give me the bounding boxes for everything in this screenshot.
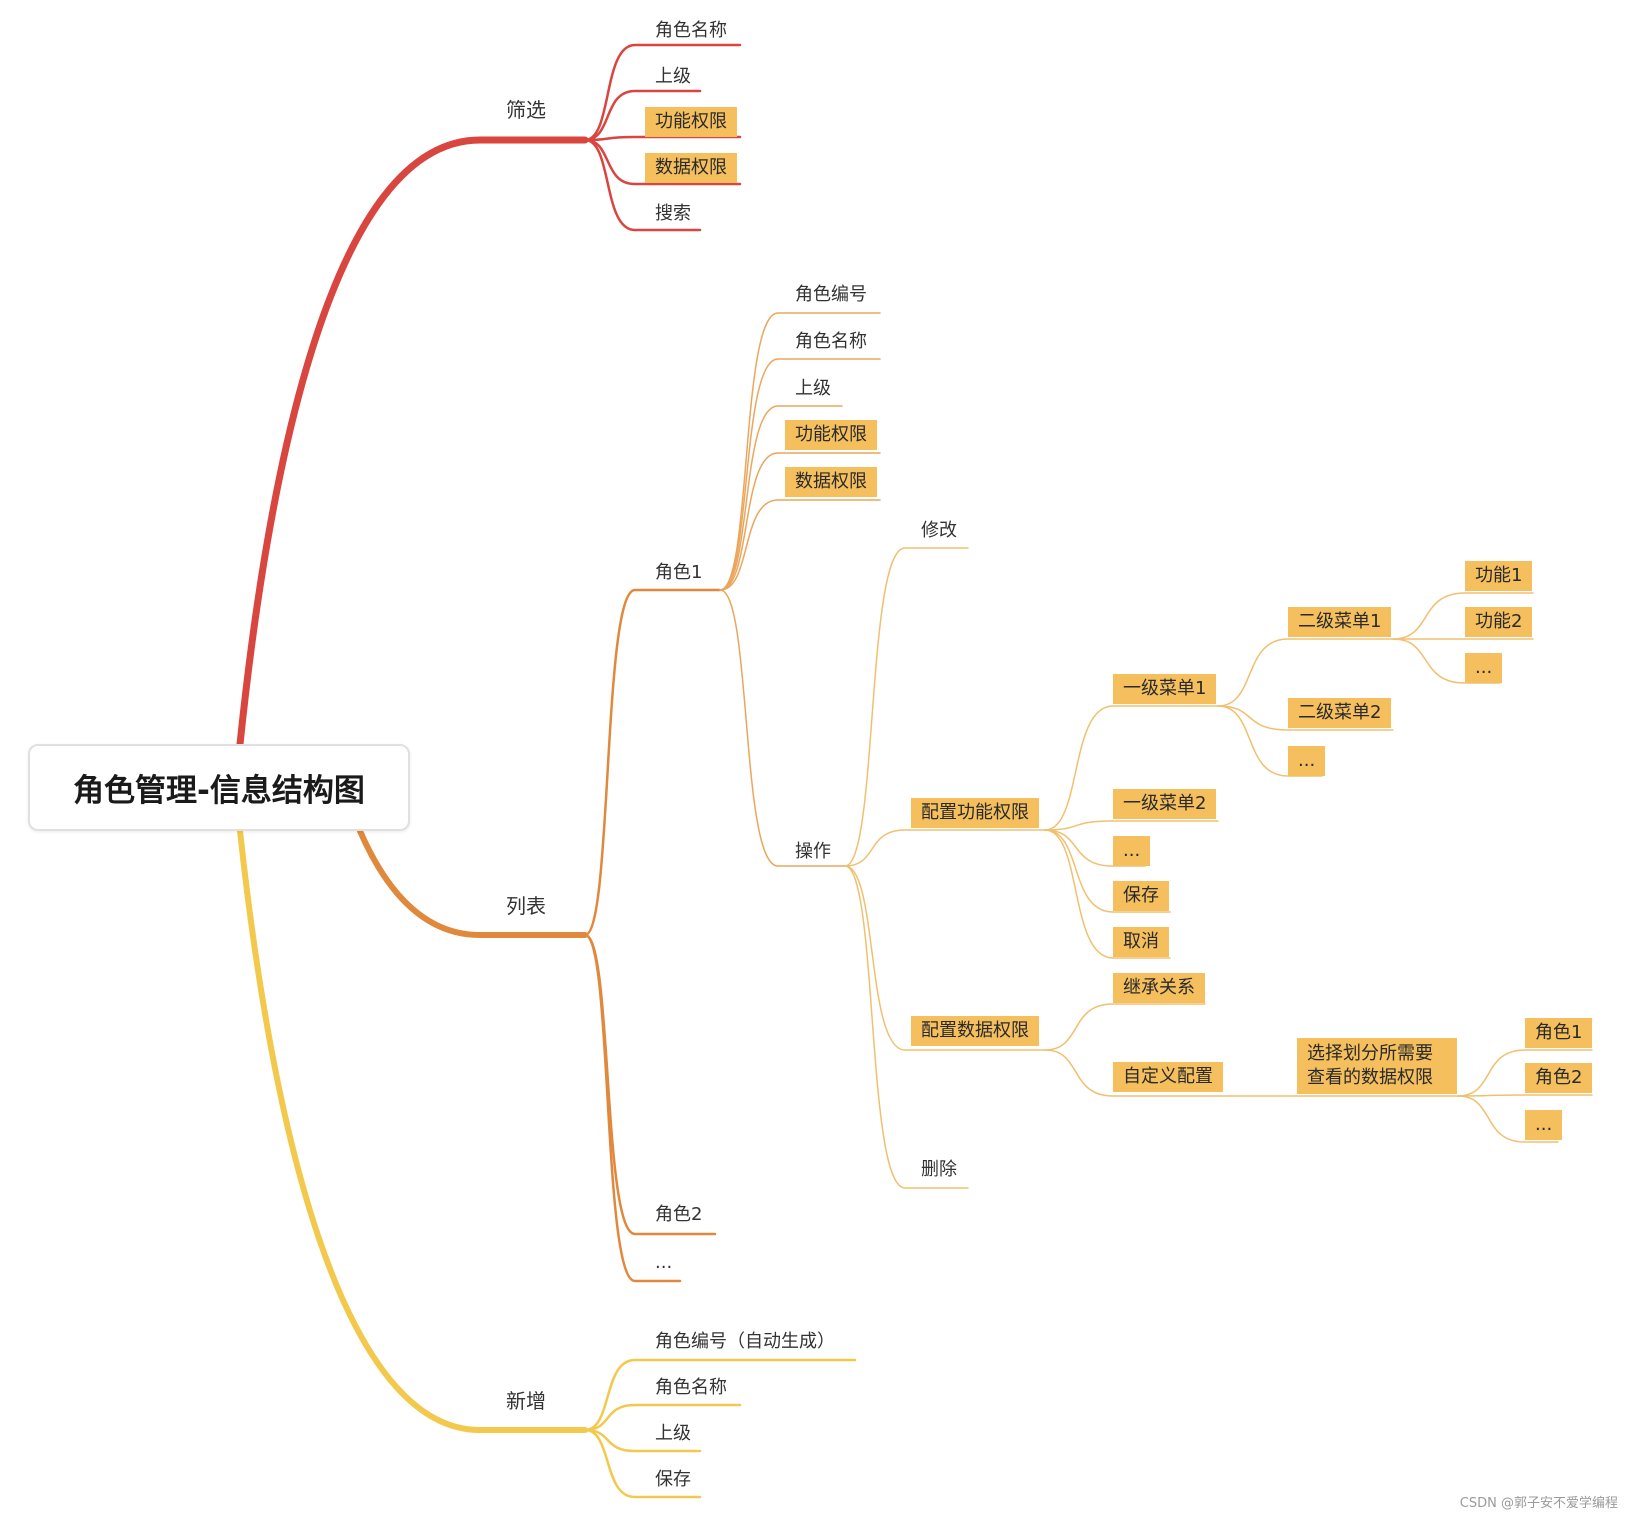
filter-parent[interactable]: 上级	[655, 66, 691, 87]
role1-func-perm[interactable]: 功能权限	[785, 420, 877, 450]
link-add-0	[583, 1358, 857, 1432]
func-save[interactable]: 保存	[1113, 881, 1169, 911]
branch-add[interactable]: 新增	[506, 1389, 546, 1413]
ops-edit[interactable]: 修改	[921, 520, 957, 541]
link-filter-0	[583, 43, 742, 142]
ops-config-func[interactable]: 配置功能权限	[911, 798, 1039, 828]
link-data-inherit	[1044, 1003, 1206, 1051]
link-menu1-sub1	[1217, 638, 1394, 707]
list-role2[interactable]: 角色2	[655, 1204, 703, 1225]
ops-delete[interactable]: 删除	[921, 1159, 957, 1180]
filter-data-perm[interactable]: 数据权限	[645, 153, 737, 183]
role1-data-perm[interactable]: 数据权限	[785, 467, 877, 497]
link-role1-field-1	[719, 358, 881, 591]
func-menu2[interactable]: 一级菜单2	[1113, 789, 1217, 819]
link-role1-field-3	[719, 452, 881, 591]
link-list-role2	[583, 933, 717, 1236]
role1-parent[interactable]: 上级	[795, 378, 831, 399]
link-filter-4	[583, 138, 702, 232]
link-menu1-more	[1217, 705, 1323, 777]
link-filter-2	[583, 135, 742, 142]
link-role1-field-2	[719, 405, 843, 591]
menu1-sub1[interactable]: 二级菜单1	[1288, 607, 1392, 637]
link-ops-delete	[844, 865, 969, 1189]
link-list-role1	[583, 588, 722, 937]
link-func-cancel	[1044, 829, 1171, 959]
add-role-id[interactable]: 角色编号（自动生成）	[655, 1331, 835, 1352]
link-func-menu2	[1044, 820, 1219, 831]
link-custom-more	[1457, 1095, 1559, 1143]
branch-filter[interactable]: 筛选	[506, 98, 546, 122]
menu1-more[interactable]: ...	[1288, 746, 1326, 776]
data-inherit[interactable]: 继承关系	[1113, 973, 1205, 1003]
func-more[interactable]: ...	[1113, 836, 1151, 866]
link-list-more	[583, 933, 682, 1283]
add-parent[interactable]: 上级	[655, 1423, 691, 1444]
list-role1[interactable]: 角色1	[655, 562, 703, 583]
main-link-filter	[236, 136, 589, 748]
connector-lines	[236, 43, 1593, 1499]
role1-ops[interactable]: 操作	[795, 841, 831, 862]
custom-more[interactable]: ...	[1525, 1110, 1563, 1140]
filter-search[interactable]: 搜索	[655, 203, 691, 224]
list-more[interactable]: ...	[655, 1252, 673, 1273]
credit-watermark: CSDN @郭子安不爱学编程	[1459, 1496, 1618, 1511]
link-ops-func	[844, 829, 1046, 867]
link-add-3	[583, 1428, 702, 1499]
role1-id[interactable]: 角色编号	[795, 284, 867, 305]
link-ops-edit	[844, 547, 969, 867]
sub1-func1[interactable]: 功能1	[1465, 561, 1533, 591]
link-filter-1	[583, 89, 702, 142]
func-menu1[interactable]: 一级菜单1	[1113, 674, 1217, 704]
link-role1-field-4	[719, 499, 881, 591]
link-menu1-sub2	[1217, 705, 1394, 731]
ops-config-data[interactable]: 配置数据权限	[911, 1016, 1039, 1046]
main-link-add	[237, 828, 588, 1433]
filter-func-perm[interactable]: 功能权限	[645, 107, 737, 137]
link-sub1-func1	[1392, 592, 1534, 640]
root-title[interactable]: 角色管理-信息结构图	[28, 744, 410, 831]
menu1-sub2[interactable]: 二级菜单2	[1288, 698, 1392, 728]
link-role1-field-0	[719, 312, 881, 591]
link-ops-data	[844, 865, 1046, 1051]
role1-name[interactable]: 角色名称	[795, 331, 867, 352]
func-cancel[interactable]: 取消	[1113, 927, 1169, 957]
link-custom-role2	[1457, 1094, 1593, 1097]
custom-role2[interactable]: 角色2	[1525, 1063, 1593, 1093]
custom-choose[interactable]: 选择划分所需要查看的数据权限	[1297, 1038, 1457, 1094]
add-role-name[interactable]: 角色名称	[655, 1377, 727, 1398]
link-role1-ops	[719, 589, 846, 867]
main-link-list	[357, 828, 588, 938]
custom-role1[interactable]: 角色1	[1525, 1018, 1593, 1048]
link-add-1	[583, 1403, 742, 1432]
link-data-custom	[1044, 1049, 1231, 1097]
filter-role-name[interactable]: 角色名称	[655, 20, 727, 41]
link-func-more	[1044, 829, 1146, 867]
link-custom-role1	[1457, 1049, 1593, 1097]
link-sub1-more	[1392, 638, 1501, 684]
add-save[interactable]: 保存	[655, 1469, 691, 1490]
sub1-more[interactable]: ...	[1465, 653, 1503, 683]
link-add-2	[583, 1428, 702, 1453]
link-func-menu1	[1044, 705, 1219, 831]
sub1-func2[interactable]: 功能2	[1465, 607, 1533, 637]
link-func-save	[1044, 829, 1171, 913]
branch-list[interactable]: 列表	[506, 894, 546, 918]
data-custom[interactable]: 自定义配置	[1113, 1062, 1223, 1092]
